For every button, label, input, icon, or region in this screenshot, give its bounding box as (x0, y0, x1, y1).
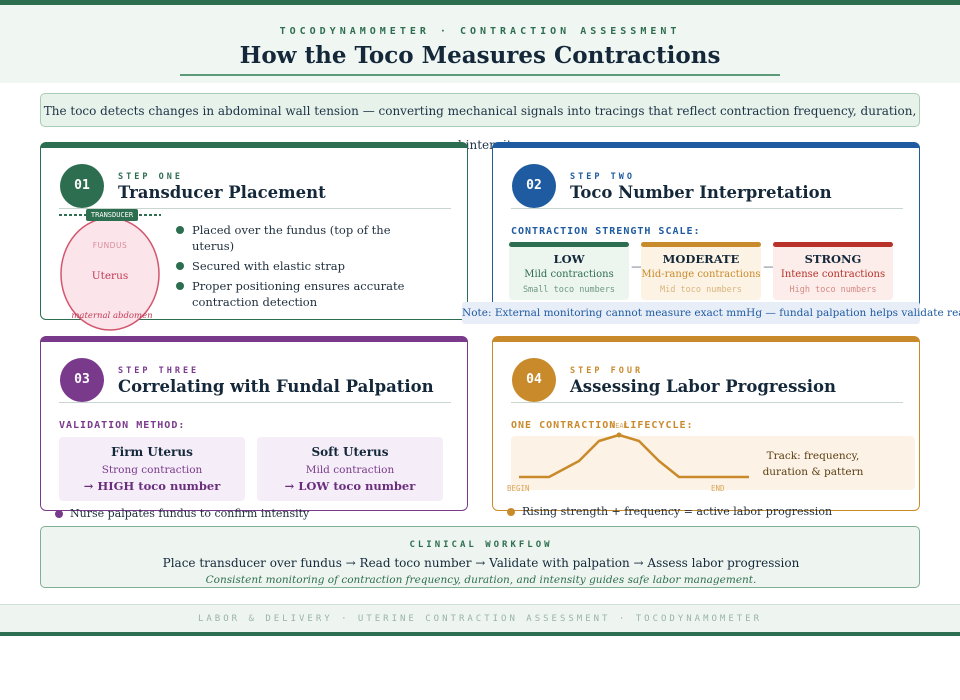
scale-heading: CONTRACTION STRENGTH SCALE: (511, 226, 701, 237)
step-three-rule (59, 402, 451, 403)
workflow-summary: Consistent monitoring of contraction fre… (205, 574, 757, 586)
workflow-kicker: CLINICAL WORKFLOW (409, 540, 553, 550)
scale-moderate-name: MODERATE (662, 252, 740, 266)
step-three-badge: 03 (60, 358, 104, 402)
soft-uterus-result: → LOW toco number (284, 479, 416, 493)
palpation-footnote: Nurse palpates fundus to confirm intensi… (70, 507, 310, 520)
scale-strong-mono: High toco numbers (789, 285, 877, 295)
step-four-badge: 04 (512, 358, 556, 402)
track-note: Track: frequency, duration & pattern (762, 450, 864, 478)
bullet-dot (507, 508, 515, 516)
step-two-title: Toco Number Interpretation (570, 183, 832, 202)
peak-label: PEAK (611, 422, 628, 430)
scale-moderate-desc: Mid-range contractions (641, 269, 761, 280)
scale-moderate: MODERATE Mid-range contractions Mid toco… (641, 242, 761, 300)
clinical-workflow-panel: CLINICAL WORKFLOW Place transducer over … (40, 526, 920, 588)
step-one-title: Transducer Placement (118, 183, 326, 202)
progression-footnote: Rising strength + frequency = active lab… (522, 505, 833, 518)
step-two-label: STEP TWO (570, 172, 635, 182)
scale-moderate-mono: Mid toco numbers (660, 285, 742, 295)
lifecycle-panel (511, 436, 915, 490)
end-label: END (711, 484, 725, 493)
scale-strong: STRONG Intense contractions High toco nu… (773, 242, 893, 300)
step-two-card: 02 STEP TWO Toco Number Interpretation C… (492, 142, 920, 320)
bullet-item: Placed over the fundus (top of the uteru… (176, 222, 436, 254)
intro-banner: The toco detects changes in abdominal wa… (40, 93, 920, 152)
step-four-rule (511, 402, 903, 403)
header (0, 5, 960, 83)
header-kicker: TOCODYNAMOMETER · CONTRACTION ASSESSMENT (279, 26, 681, 37)
bullet-item: Proper positioning ensures accurate cont… (176, 278, 436, 310)
step-three-title: Correlating with Fundal Palpation (118, 377, 434, 396)
scale-strong-name: STRONG (804, 252, 862, 266)
firm-uterus-box: Firm Uterus Strong contraction → HIGH to… (59, 437, 245, 501)
bullet-item: Secured with elastic strap (176, 258, 436, 274)
soft-uterus-title: Soft Uterus (311, 445, 389, 459)
step-four-card: 04 STEP FOUR Assessing Labor Progression… (492, 336, 920, 511)
workflow-steps: Place transducer over fundus → Read toco… (162, 556, 800, 570)
bullet-dot (55, 510, 63, 518)
begin-label: BEGIN (507, 484, 530, 493)
title-underline (180, 74, 780, 76)
step-three-card: 03 STEP THREE Correlating with Fundal Pa… (40, 336, 468, 511)
scale-low-desc: Mild contractions (524, 269, 614, 280)
contraction-wave (519, 433, 749, 479)
step-one-label: STEP ONE (118, 172, 183, 182)
bottom-accent-bar (0, 632, 960, 636)
uterus-diagram (59, 209, 161, 331)
firm-uterus-result: → HIGH toco number (83, 479, 221, 493)
top-accent-bar (0, 0, 960, 5)
lifecycle-heading: ONE CONTRACTION LIFECYCLE: (511, 420, 694, 431)
soft-uterus-desc: Mild contraction (305, 464, 395, 476)
scale-low-name: LOW (553, 252, 585, 266)
placement-bullets: Placed over the fundus (top of the uteru… (176, 222, 436, 314)
validation-heading: VALIDATION METHOD: (59, 420, 186, 431)
footer: LABOR & DELIVERY · UTERINE CONTRACTION A… (0, 604, 960, 632)
scale-low-mono: Small toco numbers (522, 285, 616, 295)
abdomen-label: maternal abdomen (71, 311, 153, 321)
step-two-badge: 02 (512, 164, 556, 208)
footer-text: LABOR & DELIVERY · UTERINE CONTRACTION A… (197, 614, 763, 624)
step-one-badge: 01 (60, 164, 104, 208)
peak-marker (616, 432, 622, 438)
uterus-label: Uterus (91, 270, 129, 282)
scale-low: LOW Mild contractions Small toco numbers (509, 242, 629, 300)
step-four-label: STEP FOUR (570, 366, 644, 376)
step-one-card: 01 STEP ONE Transducer Placement TRANSDU… (40, 142, 468, 331)
step-one-rule (59, 208, 451, 209)
contraction-curve (519, 432, 749, 479)
soft-uterus-box: Soft Uterus Mild contraction → LOW toco … (257, 437, 443, 501)
page-title: How the Toco Measures Contractions (239, 42, 721, 69)
step-three-label: STEP THREE (118, 366, 200, 376)
transducer-shape (86, 209, 138, 221)
firm-uterus-desc: Strong contraction (101, 464, 203, 476)
transducer-label: TRANSDUCER (90, 211, 134, 219)
measurement-note: Note: External monitoring cannot measure… (462, 302, 960, 324)
step-four-title: Assessing Labor Progression (570, 377, 836, 396)
step-two-rule (511, 208, 903, 209)
fundus-label: FUNDUS (92, 241, 128, 250)
firm-uterus-title: Firm Uterus (111, 445, 193, 459)
scale-strong-desc: Intense contractions (780, 269, 886, 280)
